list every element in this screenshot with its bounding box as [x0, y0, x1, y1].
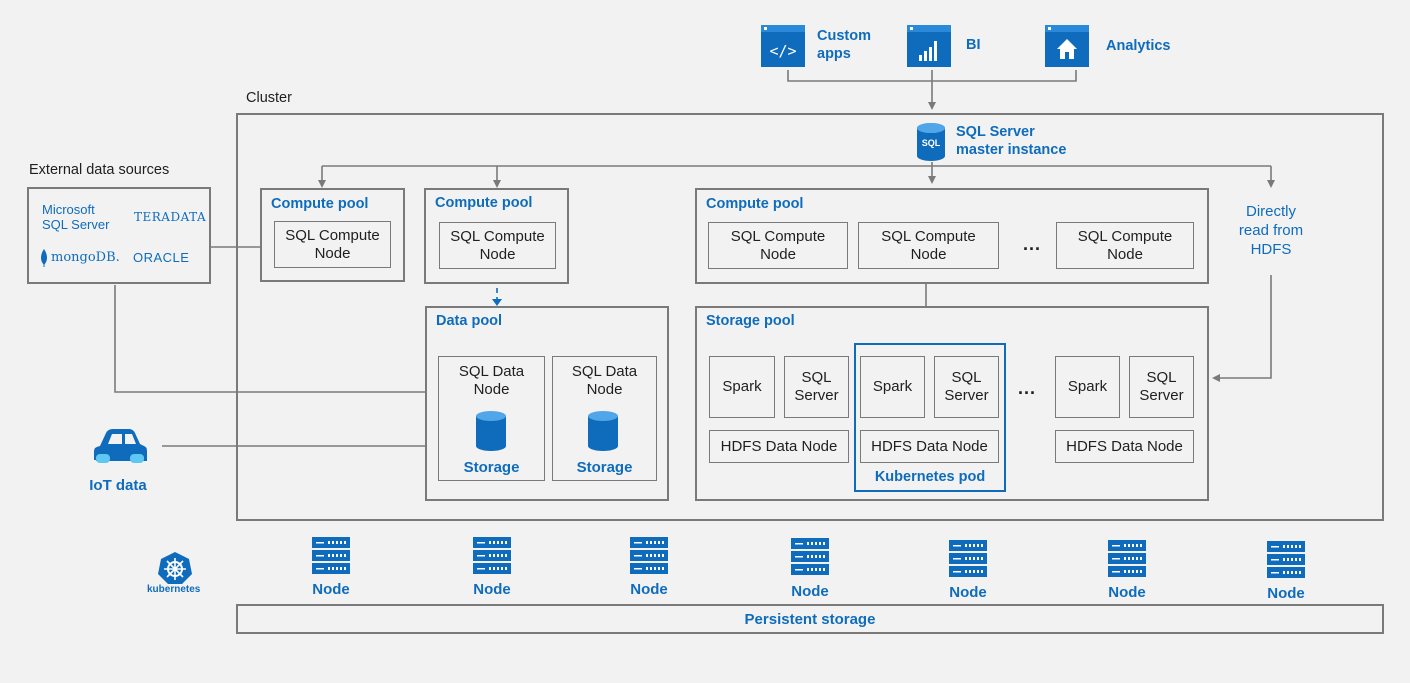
leaf-icon: [41, 249, 47, 267]
storage-pool-title: Storage pool: [706, 313, 795, 329]
app-custom-apps-label: Custom apps: [817, 28, 871, 62]
external-sources-title: External data sources: [29, 162, 170, 178]
bar-chart-window-icon: [907, 25, 951, 67]
compute-pool-3-node-2-label: SQL Compute Node: [881, 227, 976, 263]
server-icon: [949, 540, 987, 577]
kubernetes-label: kubernetes: [147, 584, 201, 595]
compute-pool-2-title: Compute pool: [435, 195, 533, 211]
car-icon: [92, 429, 147, 464]
spark-node-2[interactable]: [860, 356, 925, 418]
cluster-node-label: Node: [630, 581, 668, 598]
external-sources-box: [27, 187, 211, 284]
server-icon: [1267, 541, 1305, 578]
spark-node-1-label: Spark: [722, 378, 762, 395]
mssql-logo: Microsoft SQL Server: [42, 202, 109, 232]
compute-pool-1-node-label: SQL Compute Node: [285, 226, 380, 262]
mssql-logo-line2: SQL Server: [42, 217, 110, 232]
persistent-storage-label: Persistent storage: [744, 611, 876, 628]
cluster-node-label: Node: [791, 583, 829, 600]
cluster-node-label: Node: [949, 584, 987, 601]
server-icon: [791, 538, 829, 575]
app-analytics-label: Analytics: [1106, 38, 1171, 54]
kubernetes-pod-label: Kubernetes pod: [874, 469, 986, 485]
server-icon: [312, 537, 350, 574]
sql-server-node-2-label: SQL Server: [944, 369, 989, 404]
persistent-storage: [236, 604, 1384, 634]
mssql-logo-line1: Microsoft: [42, 202, 95, 217]
spark-node-3-label: Spark: [1067, 378, 1108, 395]
storage-pool-ellipsis: ...: [1018, 378, 1037, 398]
server-icon: [1108, 540, 1146, 577]
sql-server-node-3-label: SQL Server: [1139, 369, 1184, 404]
compute-pool-2-node[interactable]: [439, 222, 556, 269]
app-analytics[interactable]: Analytics: [1045, 25, 1175, 71]
mongodb-logo-text: mongoDB.: [51, 250, 120, 265]
app-bi[interactable]: BI: [907, 25, 1007, 71]
master-line1: SQL Server: [956, 124, 1035, 140]
spark-node-1[interactable]: [709, 356, 775, 418]
data-node-1-storage: Storage: [463, 459, 520, 476]
compute-pool-2-node-label: SQL Compute Node: [450, 227, 545, 263]
compute-pool-3-ellipsis: ...: [1023, 234, 1042, 254]
kubernetes-wheel-icon: [158, 552, 192, 584]
hdfs-node-2[interactable]: [860, 430, 999, 463]
home-window-icon: [1045, 25, 1089, 67]
cluster-label: Cluster: [246, 90, 292, 106]
master-line2: master instance: [956, 142, 1067, 158]
teradata-logo: TERADATA: [134, 210, 207, 224]
sql-server-node-2[interactable]: [934, 356, 999, 418]
data-node-1-label: SQL Data Node: [458, 363, 525, 398]
storage-icon: [588, 411, 618, 451]
data-pool-title: Data pool: [436, 313, 503, 329]
compute-pool-3-node-2[interactable]: [858, 222, 999, 269]
svg-text:</>: </>: [769, 42, 796, 60]
server-icon: [630, 537, 668, 574]
hdfs-node-3[interactable]: [1055, 430, 1194, 463]
hdfs-node-1[interactable]: [709, 430, 849, 463]
direct-read-label: Directly read from HDFS: [1238, 203, 1304, 258]
database-icon-text: SQL: [921, 138, 941, 148]
database-icon: [917, 123, 945, 161]
storage-icon: [476, 411, 506, 451]
compute-pool-3-node-3[interactable]: [1056, 222, 1194, 269]
sql-master-instance[interactable]: SQL SQL Server master instance: [916, 122, 1086, 164]
cluster-node-label: Node: [312, 581, 350, 598]
sql-server-node-1[interactable]: [784, 356, 849, 418]
data-node-2-label: SQL Data Node: [571, 363, 638, 398]
spark-node-3[interactable]: [1055, 356, 1120, 418]
iot-label: IoT data: [89, 477, 147, 494]
cluster-node-label: Node: [1108, 584, 1146, 601]
hdfs-node-1-label: HDFS Data Node: [720, 437, 838, 455]
compute-pool-3-title: Compute pool: [706, 196, 804, 212]
app-bi-label: BI: [966, 37, 981, 53]
hdfs-node-2-label: HDFS Data Node: [871, 437, 988, 455]
compute-pool-3-node-1-label: SQL Compute Node: [730, 227, 826, 263]
cluster-node-label: Node: [473, 581, 511, 598]
compute-pool-3-node-3-label: SQL Compute Node: [1077, 227, 1173, 263]
compute-pool-1-node[interactable]: [274, 221, 391, 268]
sql-server-node-1-label: SQL Server: [794, 369, 839, 404]
oracle-logo: ORACLE: [133, 250, 190, 265]
cluster-node-label: Node: [1267, 585, 1305, 602]
mongodb-logo: mongoDB.: [40, 249, 120, 267]
hdfs-node-3-label: HDFS Data Node: [1066, 437, 1183, 455]
cluster-box: [236, 113, 1384, 521]
sql-server-node-3[interactable]: [1129, 356, 1194, 418]
spark-node-2-label: Spark: [872, 378, 913, 395]
compute-pool-1-title: Compute pool: [271, 196, 369, 212]
server-icon: [473, 537, 511, 574]
compute-pool-3-node-1[interactable]: [708, 222, 848, 269]
kubernetes-pod: [854, 343, 1006, 492]
app-custom-apps[interactable]: </> Custom apps: [761, 25, 881, 71]
code-window-icon: </>: [761, 25, 805, 67]
data-node-2-storage: Storage: [576, 459, 633, 476]
